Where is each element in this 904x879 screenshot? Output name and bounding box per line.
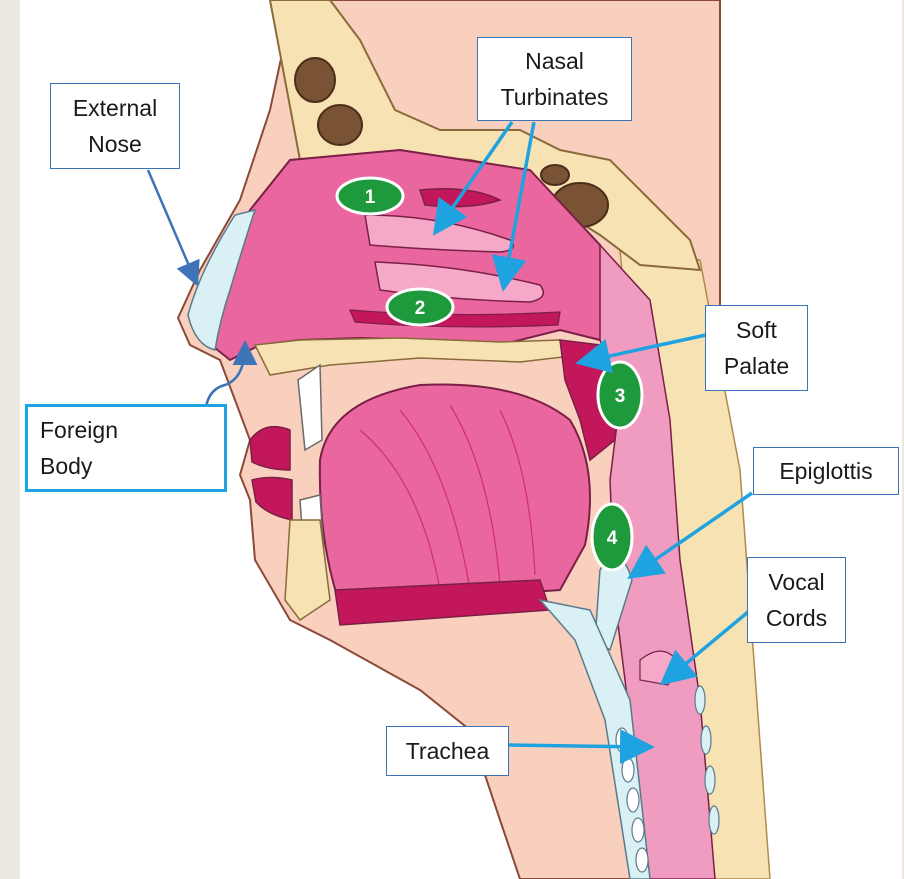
sinus-2 [318, 105, 362, 145]
foreign-body-line-1: Foreign [40, 412, 224, 448]
epiglottis-label: Epiglottis [753, 447, 899, 495]
foreign-body-line-2: Body [40, 448, 224, 484]
vocal-cords-line-2: Cords [748, 600, 845, 636]
marker-4-label: 4 [607, 528, 618, 549]
marker-3: 3 [598, 362, 642, 428]
trachea-label: Trachea [386, 726, 509, 776]
foreign-body-label: Foreign Body [25, 404, 227, 492]
epiglottis-line-1: Epiglottis [754, 453, 898, 489]
vocal-cords-line-1: Vocal [748, 564, 845, 600]
sphenoid-sinus-2 [541, 165, 569, 185]
marker-1: 1 [337, 178, 403, 214]
frontal-sinus [295, 58, 335, 102]
external-nose-label: External Nose [50, 83, 180, 169]
marker-2: 2 [387, 289, 453, 325]
marker-4: 4 [592, 504, 632, 570]
nasal-turbinates-line-2: Turbinates [478, 79, 631, 115]
upper-lip [250, 427, 290, 470]
tongue [320, 384, 590, 605]
vocal-cords-label: Vocal Cords [747, 557, 846, 643]
trachea-line-1: Trachea [387, 733, 508, 769]
marker-2-label: 2 [415, 298, 426, 319]
external-nose-line-1: External [51, 90, 179, 126]
nasal-turbinates-line-1: Nasal [478, 43, 631, 79]
soft-palate-label: Soft Palate [705, 305, 808, 391]
trachea-arrow [508, 745, 648, 747]
external-nose-line-2: Nose [51, 126, 179, 162]
soft-palate-line-2: Palate [706, 348, 807, 384]
soft-palate-line-1: Soft [706, 312, 807, 348]
nasal-turbinates-label: Nasal Turbinates [477, 37, 632, 121]
marker-1-label: 1 [365, 187, 376, 208]
external-nose-arrow [148, 170, 196, 282]
marker-3-label: 3 [615, 386, 626, 407]
